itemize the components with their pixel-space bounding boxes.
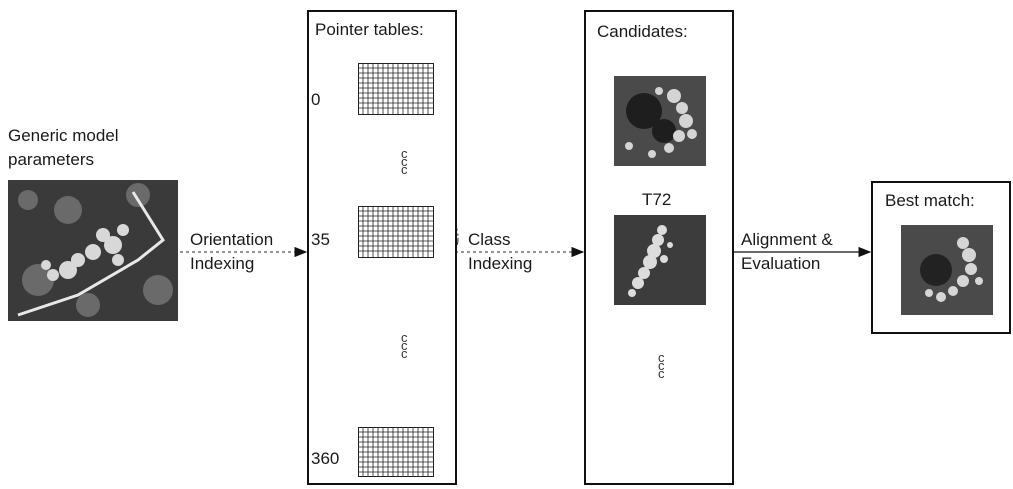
candidates-title: Candidates: xyxy=(597,22,688,41)
candidates-ellipsis: ccc xyxy=(658,350,665,381)
pointer-table-label-360: 360 xyxy=(311,449,340,468)
pointer-table-label-35: 35 xyxy=(311,230,330,249)
class-label-line2: Indexing xyxy=(468,254,533,273)
orientation-label-line2: Indexing xyxy=(190,254,255,273)
pointer-tables-panel: Pointer tables: 0 ccc 35 ccc 360 xyxy=(307,10,457,485)
generic-model-image xyxy=(8,180,178,321)
candidates-panel: Candidates: T72 ccc xyxy=(584,10,734,485)
pointer-table-grid-360 xyxy=(358,427,434,477)
pointer-table-grid-0 xyxy=(358,63,434,115)
alignment-label-line1: Alignment & xyxy=(741,230,833,249)
best-match-title: Best match: xyxy=(885,191,975,210)
pointer-tables-ellipsis-bottom: ccc xyxy=(401,330,408,361)
generic-model-label: Generic model parameters xyxy=(8,126,119,169)
pointer-table-label-0: 0 xyxy=(311,90,321,109)
orientation-label-line1: Orientation xyxy=(190,230,274,249)
class-label-line1: Class xyxy=(468,230,511,249)
best-match-panel: Best match: xyxy=(871,181,1011,334)
pointer-tables-title: Pointer tables: xyxy=(315,20,424,39)
candidate-t72-label: T72 xyxy=(642,190,672,209)
candidate-image-1 xyxy=(614,76,706,166)
alignment-label-line2: Evaluation xyxy=(741,254,821,273)
pointer-tables-ellipsis-top: ccc xyxy=(401,146,408,177)
pointer-table-grid-35 xyxy=(358,206,434,258)
best-match-image xyxy=(901,225,993,315)
candidate-image-t72 xyxy=(614,215,706,305)
